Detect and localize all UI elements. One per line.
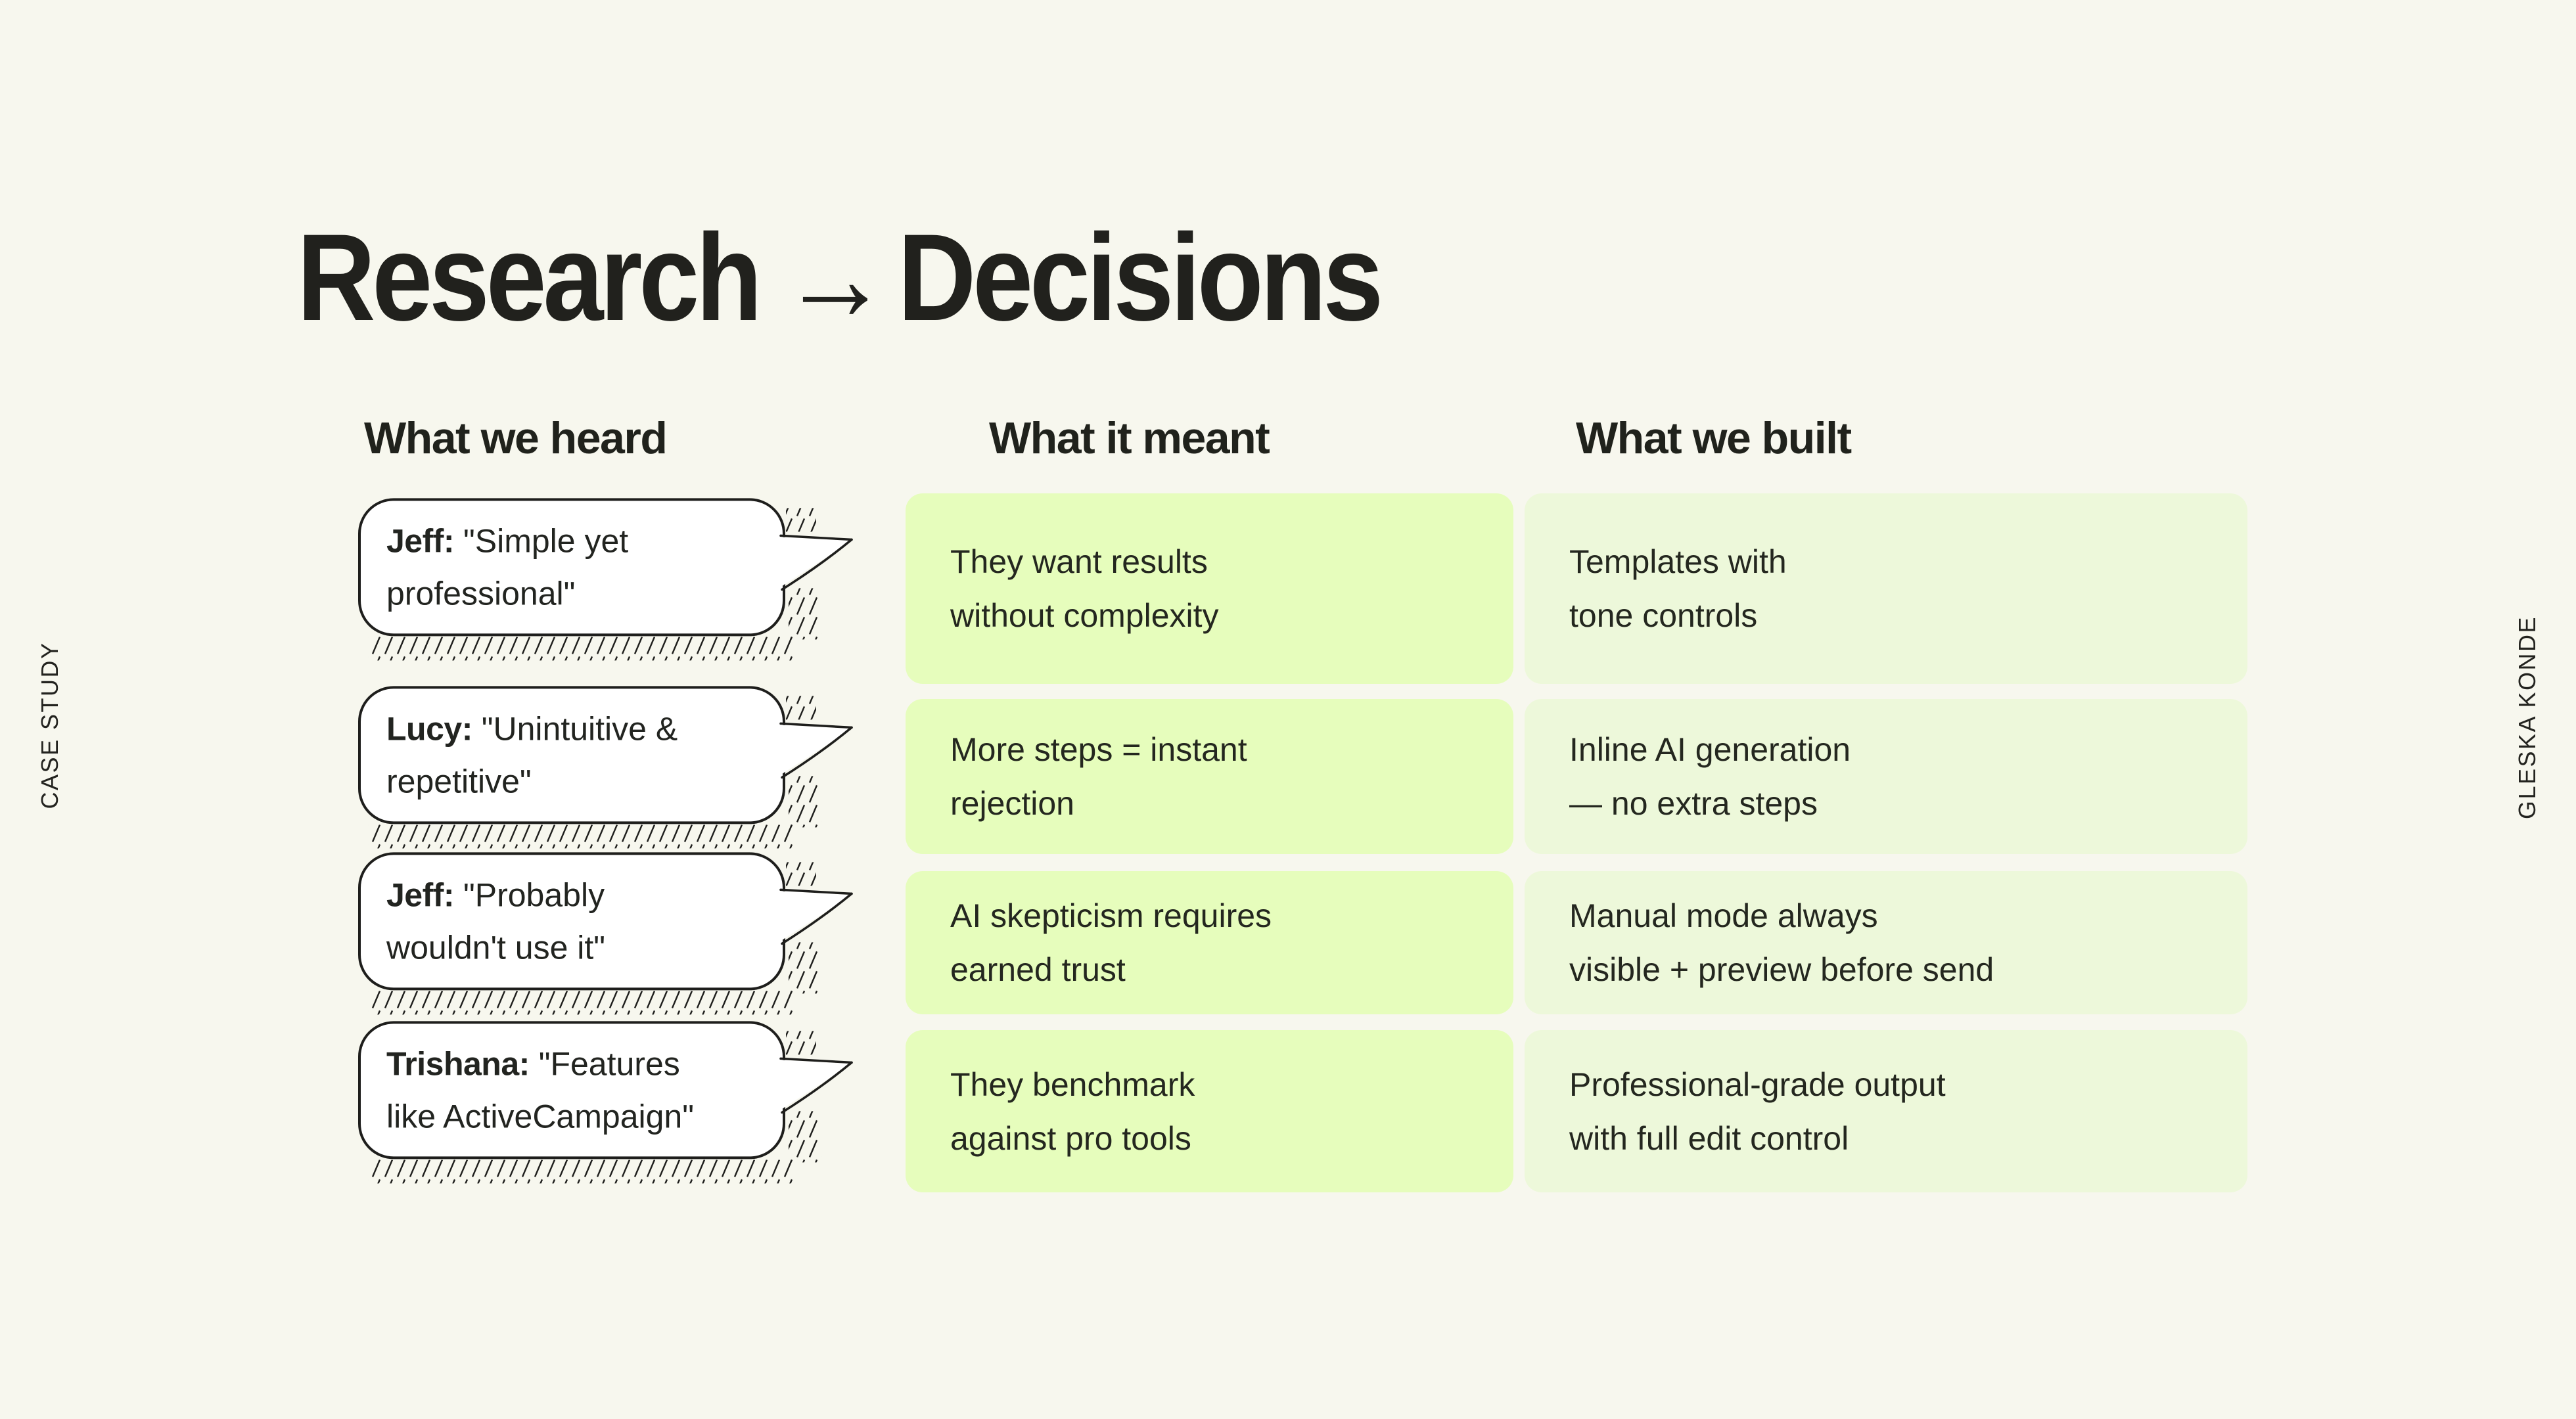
speech-bubble: Jeff: "Simple yet professional" bbox=[357, 497, 870, 663]
quote-body: "Unintuitive & repetitive" bbox=[386, 710, 678, 800]
quote-body: "Simple yet professional" bbox=[386, 522, 629, 612]
quote-text: Jeff: "Simple yet professional" bbox=[357, 497, 786, 637]
quote-body: "Features like ActiveCampaign" bbox=[386, 1045, 694, 1135]
built-cell: Templates with tone controls bbox=[1525, 493, 2247, 684]
speech-bubble-graphic bbox=[358, 1020, 853, 1183]
meant-cell: More steps = instant rejection bbox=[906, 699, 1513, 854]
speech-bubble: Lucy: "Unintuitive & repetitive" bbox=[357, 685, 870, 851]
speech-bubble-graphic bbox=[358, 852, 853, 1015]
built-cell: Professional-grade output with full edit… bbox=[1525, 1030, 2247, 1192]
speaker-name: Jeff: bbox=[386, 876, 455, 914]
speech-bubble: Trishana: "Features like ActiveCampaign" bbox=[357, 1020, 870, 1186]
page-title: Research→Decisions bbox=[297, 212, 1383, 342]
table-row: Jeff: "Probably wouldn't use it" AI skep… bbox=[0, 852, 2576, 1015]
speech-bubble-graphic bbox=[358, 498, 853, 661]
speaker-name: Trishana: bbox=[386, 1045, 530, 1082]
speaker-name: Jeff: bbox=[386, 522, 455, 560]
table-row: Lucy: "Unintuitive & repetitive" More st… bbox=[0, 686, 2576, 854]
quote-text: Trishana: "Features like ActiveCampaign" bbox=[357, 1020, 786, 1160]
meant-cell: They want results without complexity bbox=[906, 493, 1513, 684]
speech-bubble: Jeff: "Probably wouldn't use it" bbox=[357, 851, 870, 1017]
quote-body: "Probably wouldn't use it" bbox=[386, 876, 606, 966]
speaker-name: Lucy: bbox=[386, 710, 472, 748]
quote-text: Jeff: "Probably wouldn't use it" bbox=[357, 851, 786, 991]
column-header-heard: What we heard bbox=[364, 413, 668, 463]
built-cell: Inline AI generation — no extra steps bbox=[1525, 699, 2247, 854]
speech-bubble-graphic bbox=[358, 686, 853, 849]
title-right: Decisions bbox=[897, 208, 1383, 346]
quote-text: Lucy: "Unintuitive & repetitive" bbox=[357, 685, 786, 824]
column-header-built: What we built bbox=[1576, 413, 1852, 463]
meant-cell: AI skepticism requires earned trust bbox=[906, 871, 1513, 1014]
built-cell: Manual mode always visible + preview bef… bbox=[1525, 871, 2247, 1014]
title-arrow-icon: → bbox=[781, 208, 890, 346]
title-left: Research bbox=[297, 208, 762, 346]
meant-cell: They benchmark against pro tools bbox=[906, 1030, 1513, 1192]
table-row: Jeff: "Simple yet professional" They wan… bbox=[0, 493, 2576, 684]
column-header-meant: What it meant bbox=[989, 413, 1270, 463]
table-row: Trishana: "Features like ActiveCampaign"… bbox=[0, 1020, 2576, 1192]
